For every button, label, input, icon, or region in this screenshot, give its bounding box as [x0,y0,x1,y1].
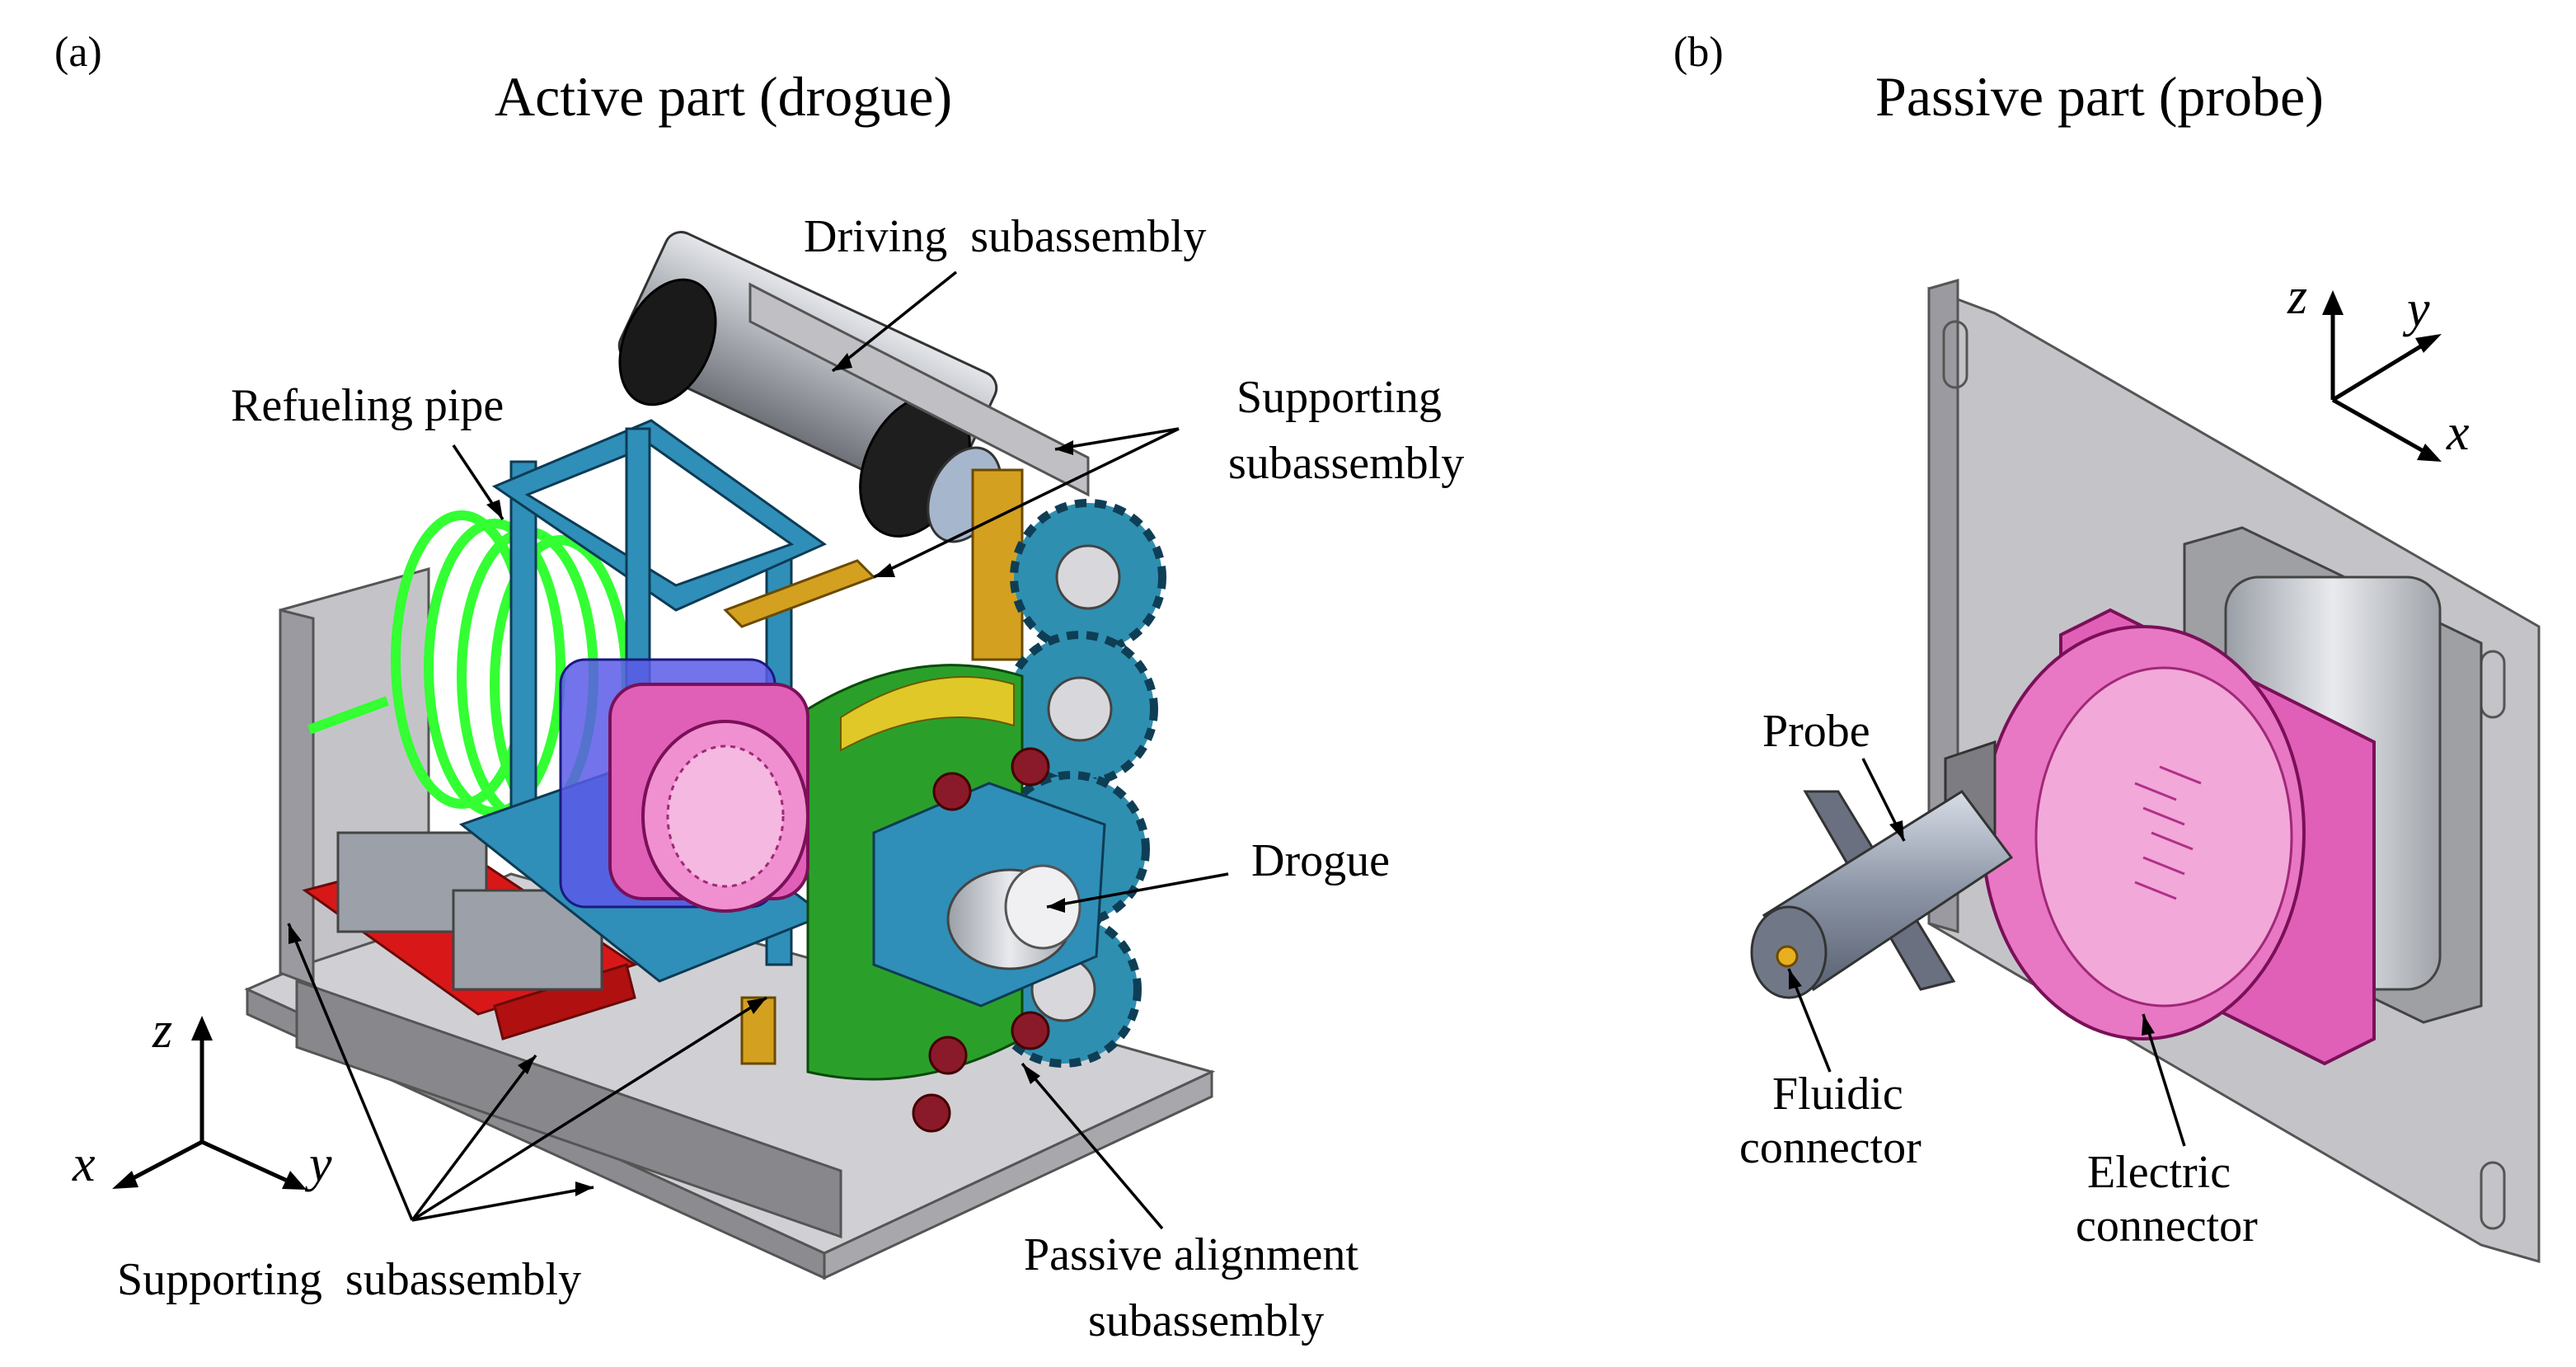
axis-triad-a: z x y [72,1003,332,1192]
connector-pins [2134,765,2202,900]
panel-b-title: Passive part (probe) [1875,65,2324,128]
panel-a-leaders [287,270,1229,1230]
probe-assembly-drawing [1750,279,2541,1263]
panel-a: (a) Active part (drogue) [54,29,1464,1346]
label-supporting-bottom: Supporting subassembly [117,1254,581,1305]
brass-brackets [723,468,1024,1065]
base-plate-edge-right [823,1069,1213,1280]
label-probe: Probe [1762,706,1870,757]
label-drogue: Drogue [1251,835,1390,886]
panel-a-tag: (a) [54,29,102,76]
label-driving-subassembly: Driving subassembly [804,211,1206,262]
panel-b-tag: (b) [1673,29,1724,76]
axis-triad-b: z y x [2287,269,2470,462]
panel-a-title: Active part (drogue) [495,65,952,128]
bottom-bar [295,979,842,1239]
axis-a-x: x [72,1136,96,1192]
label-fluidic-line2: connector [1739,1122,1921,1173]
fluidic-connector-tip [1776,945,1799,968]
label-fluidic-line1: Fluidic [1772,1069,1903,1120]
label-supporting-top-line2: subassembly [1228,438,1464,489]
axis-b-z: z [2287,269,2307,325]
side-wall-front [279,608,315,988]
label-passive-line2: subassembly [1088,1295,1324,1346]
panel-b-leaders [1787,758,2186,1147]
drogue-connector [559,658,809,913]
axis-a-z: z [152,1003,172,1059]
passive-alignment-clamp [872,747,1106,1133]
panel-b: (b) Passive part (probe) [1673,29,2541,1263]
drogue-assembly-drawing [244,231,1216,1280]
label-refueling-pipe: Refueling pipe [231,380,504,431]
axis-b-y: y [2402,281,2430,337]
axis-a-y: y [304,1136,332,1192]
back-plate [748,282,1090,497]
label-supporting-top-line1: Supporting [1236,372,1442,423]
label-electric-line2: connector [2076,1200,2258,1252]
axis-b-x: x [2446,405,2470,461]
label-passive-line1: Passive alignment [1024,1229,1358,1280]
probe [1750,789,2014,999]
label-electric-line1: Electric [2087,1147,2231,1198]
